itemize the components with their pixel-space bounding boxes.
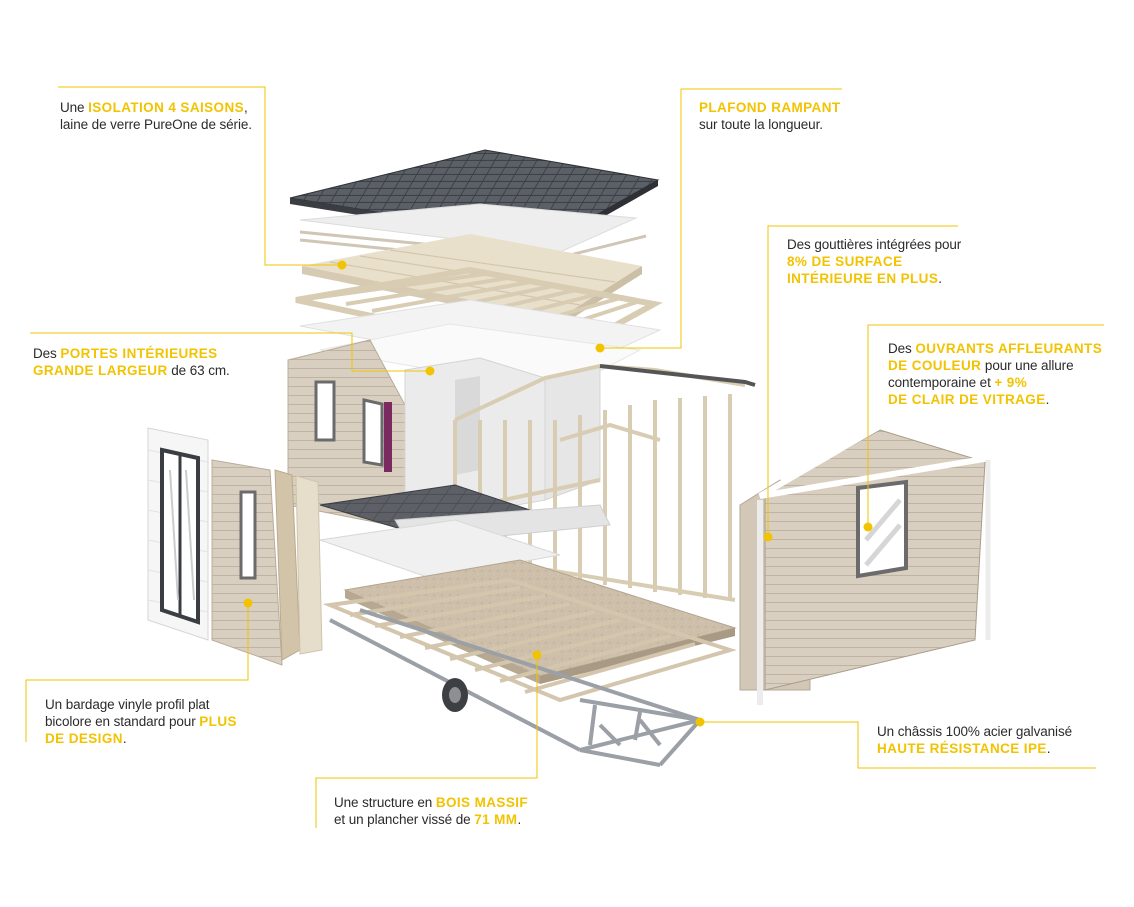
callout-leader-lines xyxy=(25,86,1104,828)
callout-text: . xyxy=(1046,741,1051,756)
callout-highlight: + 9% xyxy=(994,375,1028,390)
callout-highlight: DE DESIGN xyxy=(45,731,123,746)
callout-plafond: PLAFOND RAMPANT sur toute la longueur. xyxy=(699,99,841,133)
leader-chassis xyxy=(700,721,1096,769)
callout-highlight: DE CLAIR DE VITRAGE xyxy=(888,392,1046,407)
callout-ouvrants: Des OUVRANTS AFFLEURANTS DE COULEUR pour… xyxy=(888,340,1102,408)
leader-gouttieres xyxy=(767,225,958,537)
callout-highlight: HAUTE RÉSISTANCE IPE xyxy=(877,741,1047,756)
callout-text: . xyxy=(122,731,127,746)
callout-highlight: OUVRANTS AFFLEURANTS xyxy=(915,341,1103,356)
leader-isolation xyxy=(58,86,342,266)
axle-wheel xyxy=(442,678,468,712)
gable-end-siding xyxy=(211,459,283,666)
callout-text: . xyxy=(517,812,522,827)
leader-portes xyxy=(30,332,430,372)
callout-text: pour une allure xyxy=(981,358,1074,373)
leader-ouvrants xyxy=(867,324,1104,527)
interior-partitions xyxy=(404,357,601,526)
callout-portes: Des PORTES INTÉRIEURES GRANDE LARGEUR de… xyxy=(33,345,230,379)
leader-bardage xyxy=(25,603,249,742)
callout-dots xyxy=(243,260,873,727)
callout-text: Un bardage vinyle profil plat xyxy=(45,697,210,712)
callout-text: laine de verre PureOne de série. xyxy=(60,117,252,132)
end-insulation-layers xyxy=(274,469,323,661)
callout-text: Des xyxy=(888,341,916,356)
callout-text: . xyxy=(938,271,942,286)
callout-text: Un châssis 100% acier galvanisé xyxy=(877,724,1073,739)
callout-text: , xyxy=(244,100,248,115)
callout-isolation: Une ISOLATION 4 SAISONS, laine de verre … xyxy=(60,99,252,133)
callout-text: Une structure en xyxy=(334,795,436,810)
callout-text: de 63 cm. xyxy=(167,363,230,378)
callout-highlight: PLAFOND RAMPANT xyxy=(699,100,841,115)
callout-highlight: ISOLATION 4 SAISONS xyxy=(88,100,244,115)
gutter xyxy=(599,364,756,387)
callout-highlight: DE COULEUR xyxy=(888,358,982,373)
callout-highlight: INTÉRIEURE EN PLUS xyxy=(787,271,939,286)
callout-highlight: BOIS MASSIF xyxy=(435,795,529,810)
callout-text: contemporaine et xyxy=(888,375,995,390)
callout-highlight: 8% DE SURFACE xyxy=(787,254,903,269)
callout-text: Des xyxy=(33,346,61,361)
callout-highlight: 71 MM xyxy=(474,812,518,827)
callout-gouttieres: Des gouttières intégrées pour 8% DE SURF… xyxy=(787,236,961,287)
callout-text: Une xyxy=(60,100,89,115)
callout-structure: Une structure en BOIS MASSIF et un planc… xyxy=(334,794,528,828)
leader-structure xyxy=(315,655,538,828)
callout-text: . xyxy=(1045,392,1050,407)
callout-highlight: PLUS xyxy=(199,714,237,729)
callout-text: et un plancher vissé de xyxy=(334,812,475,827)
callout-highlight: PORTES INTÉRIEURES xyxy=(60,346,218,361)
right-gable-wall xyxy=(739,422,991,705)
callout-text: Des gouttières intégrées pour xyxy=(787,237,962,252)
callout-chassis: Un châssis 100% acier galvanisé HAUTE RÉ… xyxy=(877,723,1072,757)
leader-plafond xyxy=(600,88,842,349)
front-door-panel xyxy=(147,427,209,641)
interior-floor xyxy=(319,484,611,579)
callout-text: bicolore en standard pour xyxy=(45,714,200,729)
callout-bardage: Un bardage vinyle profil plat bicolore e… xyxy=(45,696,237,747)
callout-highlight: GRANDE LARGEUR xyxy=(33,363,168,378)
callout-text: sur toute la longueur. xyxy=(699,117,823,132)
